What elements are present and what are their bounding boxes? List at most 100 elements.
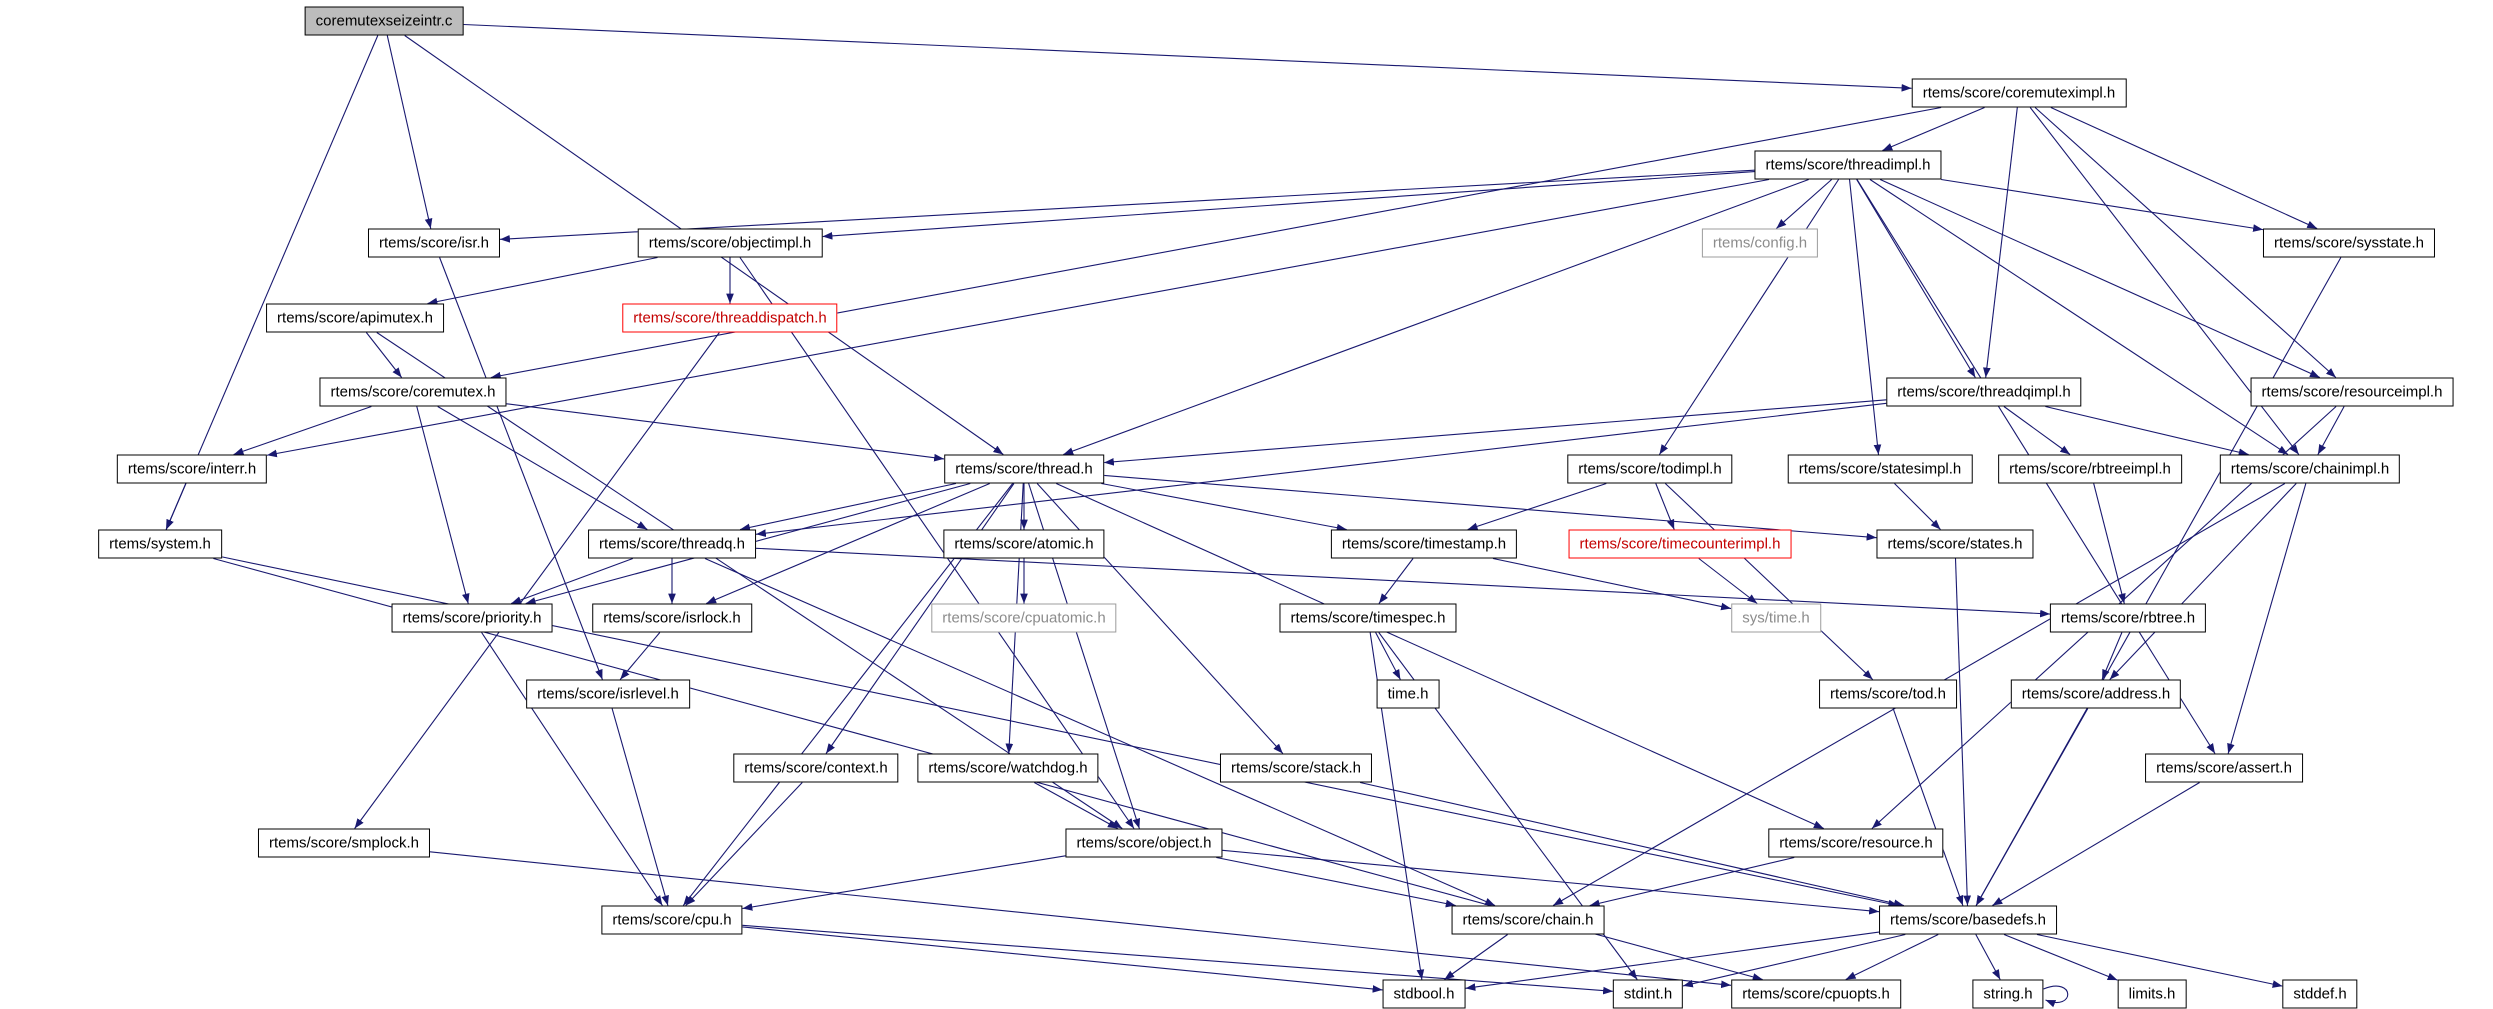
graph-node-sysstate[interactable]: rtems/score/sysstate.h	[2262, 228, 2436, 258]
graph-node-string: string.h	[1972, 979, 2044, 1009]
include-edge-isr-isrlevel	[439, 257, 603, 680]
graph-node-rbtree[interactable]: rtems/score/rbtree.h	[2049, 603, 2207, 633]
graph-node-threaddispatch[interactable]: rtems/score/threaddispatch.h	[622, 303, 838, 333]
include-edge-assert-basedefs	[1992, 782, 2200, 906]
graph-node-objectimpl[interactable]: rtems/score/objectimpl.h	[637, 228, 823, 258]
include-edge-coremuteximpl-sysstate	[2050, 106, 2318, 230]
include-edge-chain-stdbool	[1444, 934, 1508, 980]
graph-node-todimpl[interactable]: rtems/score/todimpl.h	[1567, 454, 1733, 484]
include-edge-cpu-stdbool	[742, 926, 1383, 993]
graph-node-chain[interactable]: rtems/score/chain.h	[1451, 905, 1605, 935]
include-edge-timestamp-timespec	[1378, 558, 1414, 604]
include-edge-threadimpl-interr	[266, 178, 1770, 458]
include-edge-threadimpl-objectimpl	[822, 170, 1755, 240]
include-edge-thread-resource	[1056, 482, 1824, 830]
graph-node-cpuopts[interactable]: rtems/score/cpuopts.h	[1731, 979, 1901, 1009]
include-edge-smplock-cpuopts	[429, 851, 1732, 989]
graph-node-timespec[interactable]: rtems/score/timespec.h	[1279, 603, 1457, 633]
include-edge-coremuteximpl-threadimpl	[1882, 106, 1985, 152]
graph-node-cpu[interactable]: rtems/score/cpu.h	[601, 905, 743, 935]
graph-node-states[interactable]: rtems/score/states.h	[1876, 529, 2034, 559]
graph-node-object[interactable]: rtems/score/object.h	[1065, 828, 1223, 858]
include-edge-threadq-chain	[704, 557, 1496, 907]
graph-node-resource[interactable]: rtems/score/resource.h	[1768, 828, 1944, 858]
graph-node-stdbool: stdbool.h	[1382, 979, 1466, 1009]
include-edge-object-basedefs	[1222, 849, 1880, 915]
graph-node-timestamp[interactable]: rtems/score/timestamp.h	[1330, 529, 1518, 559]
graph-node-timeh: time.h	[1376, 679, 1440, 709]
include-edge-priority-cpu	[481, 632, 663, 906]
include-edge-threadq-rbtree	[755, 547, 2051, 618]
graph-node-stack[interactable]: rtems/score/stack.h	[1219, 753, 1373, 783]
include-edge-rbtreeimpl-rbtree	[2093, 483, 2126, 604]
graph-node-systime: sys/time.h	[1731, 603, 1821, 633]
include-edge-timestamp-systime	[1492, 557, 1732, 611]
graph-node-isrlock[interactable]: rtems/score/isrlock.h	[592, 603, 752, 633]
graph-node-context[interactable]: rtems/score/context.h	[733, 753, 899, 783]
include-edge-coremutex-thread	[506, 403, 945, 462]
include-edge-stack-basedefs	[1359, 781, 1905, 908]
graph-node-stddef: stddef.h	[2282, 979, 2358, 1009]
graph-node-chainimpl[interactable]: rtems/score/chainimpl.h	[2219, 454, 2401, 484]
graph-node-timecounterimpl[interactable]: rtems/score/timecounterimpl.h	[1568, 529, 1792, 559]
include-edge-timespec-timeh	[1375, 632, 1401, 680]
include-edge-threadimpl-resourceimpl	[1879, 178, 2321, 379]
graph-node-thread[interactable]: rtems/score/thread.h	[944, 454, 1104, 484]
include-edge-threadimpl-threadqimpl	[1856, 179, 1976, 378]
include-edge-threadimpl-statesimpl	[1848, 179, 1882, 455]
graph-node-limits: limits.h	[2117, 979, 2187, 1009]
include-edge-todimpl-timestamp	[1467, 482, 1607, 531]
graph-node-atomic[interactable]: rtems/score/atomic.h	[943, 529, 1105, 559]
graph-node-resourceimpl[interactable]: rtems/score/resourceimpl.h	[2250, 377, 2454, 407]
graph-node-threadq[interactable]: rtems/score/threadq.h	[588, 529, 756, 559]
include-edge-apimutex-coremutex	[365, 332, 403, 378]
include-edge-chainimpl-address	[2109, 483, 2297, 680]
graph-node-assert[interactable]: rtems/score/assert.h	[2145, 753, 2303, 783]
graph-node-basedefs[interactable]: rtems/score/basedefs.h	[1879, 905, 2057, 935]
include-edge-threadimpl-todimpl	[1658, 179, 1840, 455]
graph-node-system[interactable]: rtems/system.h	[98, 529, 222, 559]
include-edge-chainimpl-assert	[2227, 483, 2307, 754]
graph-node-interr[interactable]: rtems/score/interr.h	[116, 454, 268, 484]
graph-node-threadqimpl[interactable]: rtems/score/threadqimpl.h	[1886, 377, 2082, 407]
graph-node-tod[interactable]: rtems/score/tod.h	[1819, 679, 1957, 709]
include-edge-threadqimpl-thread	[1103, 399, 1887, 466]
graph-node-coremutex[interactable]: rtems/score/coremutex.h	[319, 377, 507, 407]
include-edge-tod-basedefs	[1892, 708, 1964, 906]
include-edge-thread-states	[1103, 474, 1877, 541]
include-edge-interr-system	[165, 483, 187, 530]
graph-node-priority[interactable]: rtems/score/priority.h	[391, 603, 553, 633]
include-edge-rbtree-address	[2101, 632, 2123, 680]
include-edge-object-chain	[1216, 856, 1456, 908]
include-edge-coremuteximpl-coremutex	[490, 106, 1942, 380]
graph-node-coremuteximpl[interactable]: rtems/score/coremuteximpl.h	[1911, 78, 2127, 108]
include-edge-threaddispatch-smplock	[354, 332, 720, 829]
include-edge-isrlock-isrlevel	[619, 632, 661, 680]
graph-node-statesimpl[interactable]: rtems/score/statesimpl.h	[1787, 454, 1973, 484]
include-edge-threadimpl-thread	[1063, 178, 1809, 456]
include-edge-basedefs-cpuopts	[1845, 934, 1939, 980]
include-edge-string-string	[2043, 985, 2069, 1008]
graph-node-threadimpl[interactable]: rtems/score/threadimpl.h	[1754, 150, 1942, 180]
graph-node-cpuatomic: rtems/score/cpuatomic.h	[931, 603, 1117, 633]
graph-node-smplock[interactable]: rtems/score/smplock.h	[257, 828, 431, 858]
graph-node-address[interactable]: rtems/score/address.h	[2010, 679, 2182, 709]
graph-node-isrlevel[interactable]: rtems/score/isrlevel.h	[526, 679, 690, 709]
include-edge-watchdog-object	[1034, 782, 1118, 829]
include-edge-threadimpl-isr	[499, 169, 1755, 243]
include-edge-coremuteximpl-threadqimpl	[1983, 107, 2018, 378]
include-edge-threadqimpl-threadq	[755, 402, 1887, 537]
include-edge-coremutex-interr	[233, 405, 372, 456]
include-edge-root-coremuteximpl	[463, 23, 1912, 92]
graph-node-apimutex[interactable]: rtems/score/apimutex.h	[266, 303, 444, 333]
graph-node-isr[interactable]: rtems/score/isr.h	[367, 228, 501, 258]
include-edge-root-system	[165, 35, 379, 530]
include-edge-apimutex-object	[376, 332, 1123, 829]
include-edge-root-isr	[386, 35, 433, 229]
include-edge-basedefs-stdint	[1682, 933, 1906, 988]
include-edge-threadq-priority	[510, 557, 634, 605]
graph-node-rbtreeimpl[interactable]: rtems/score/rbtreeimpl.h	[1998, 454, 2182, 484]
include-edge-states-basedefs	[1954, 558, 1972, 906]
graph-node-watchdog[interactable]: rtems/score/watchdog.h	[917, 753, 1099, 783]
